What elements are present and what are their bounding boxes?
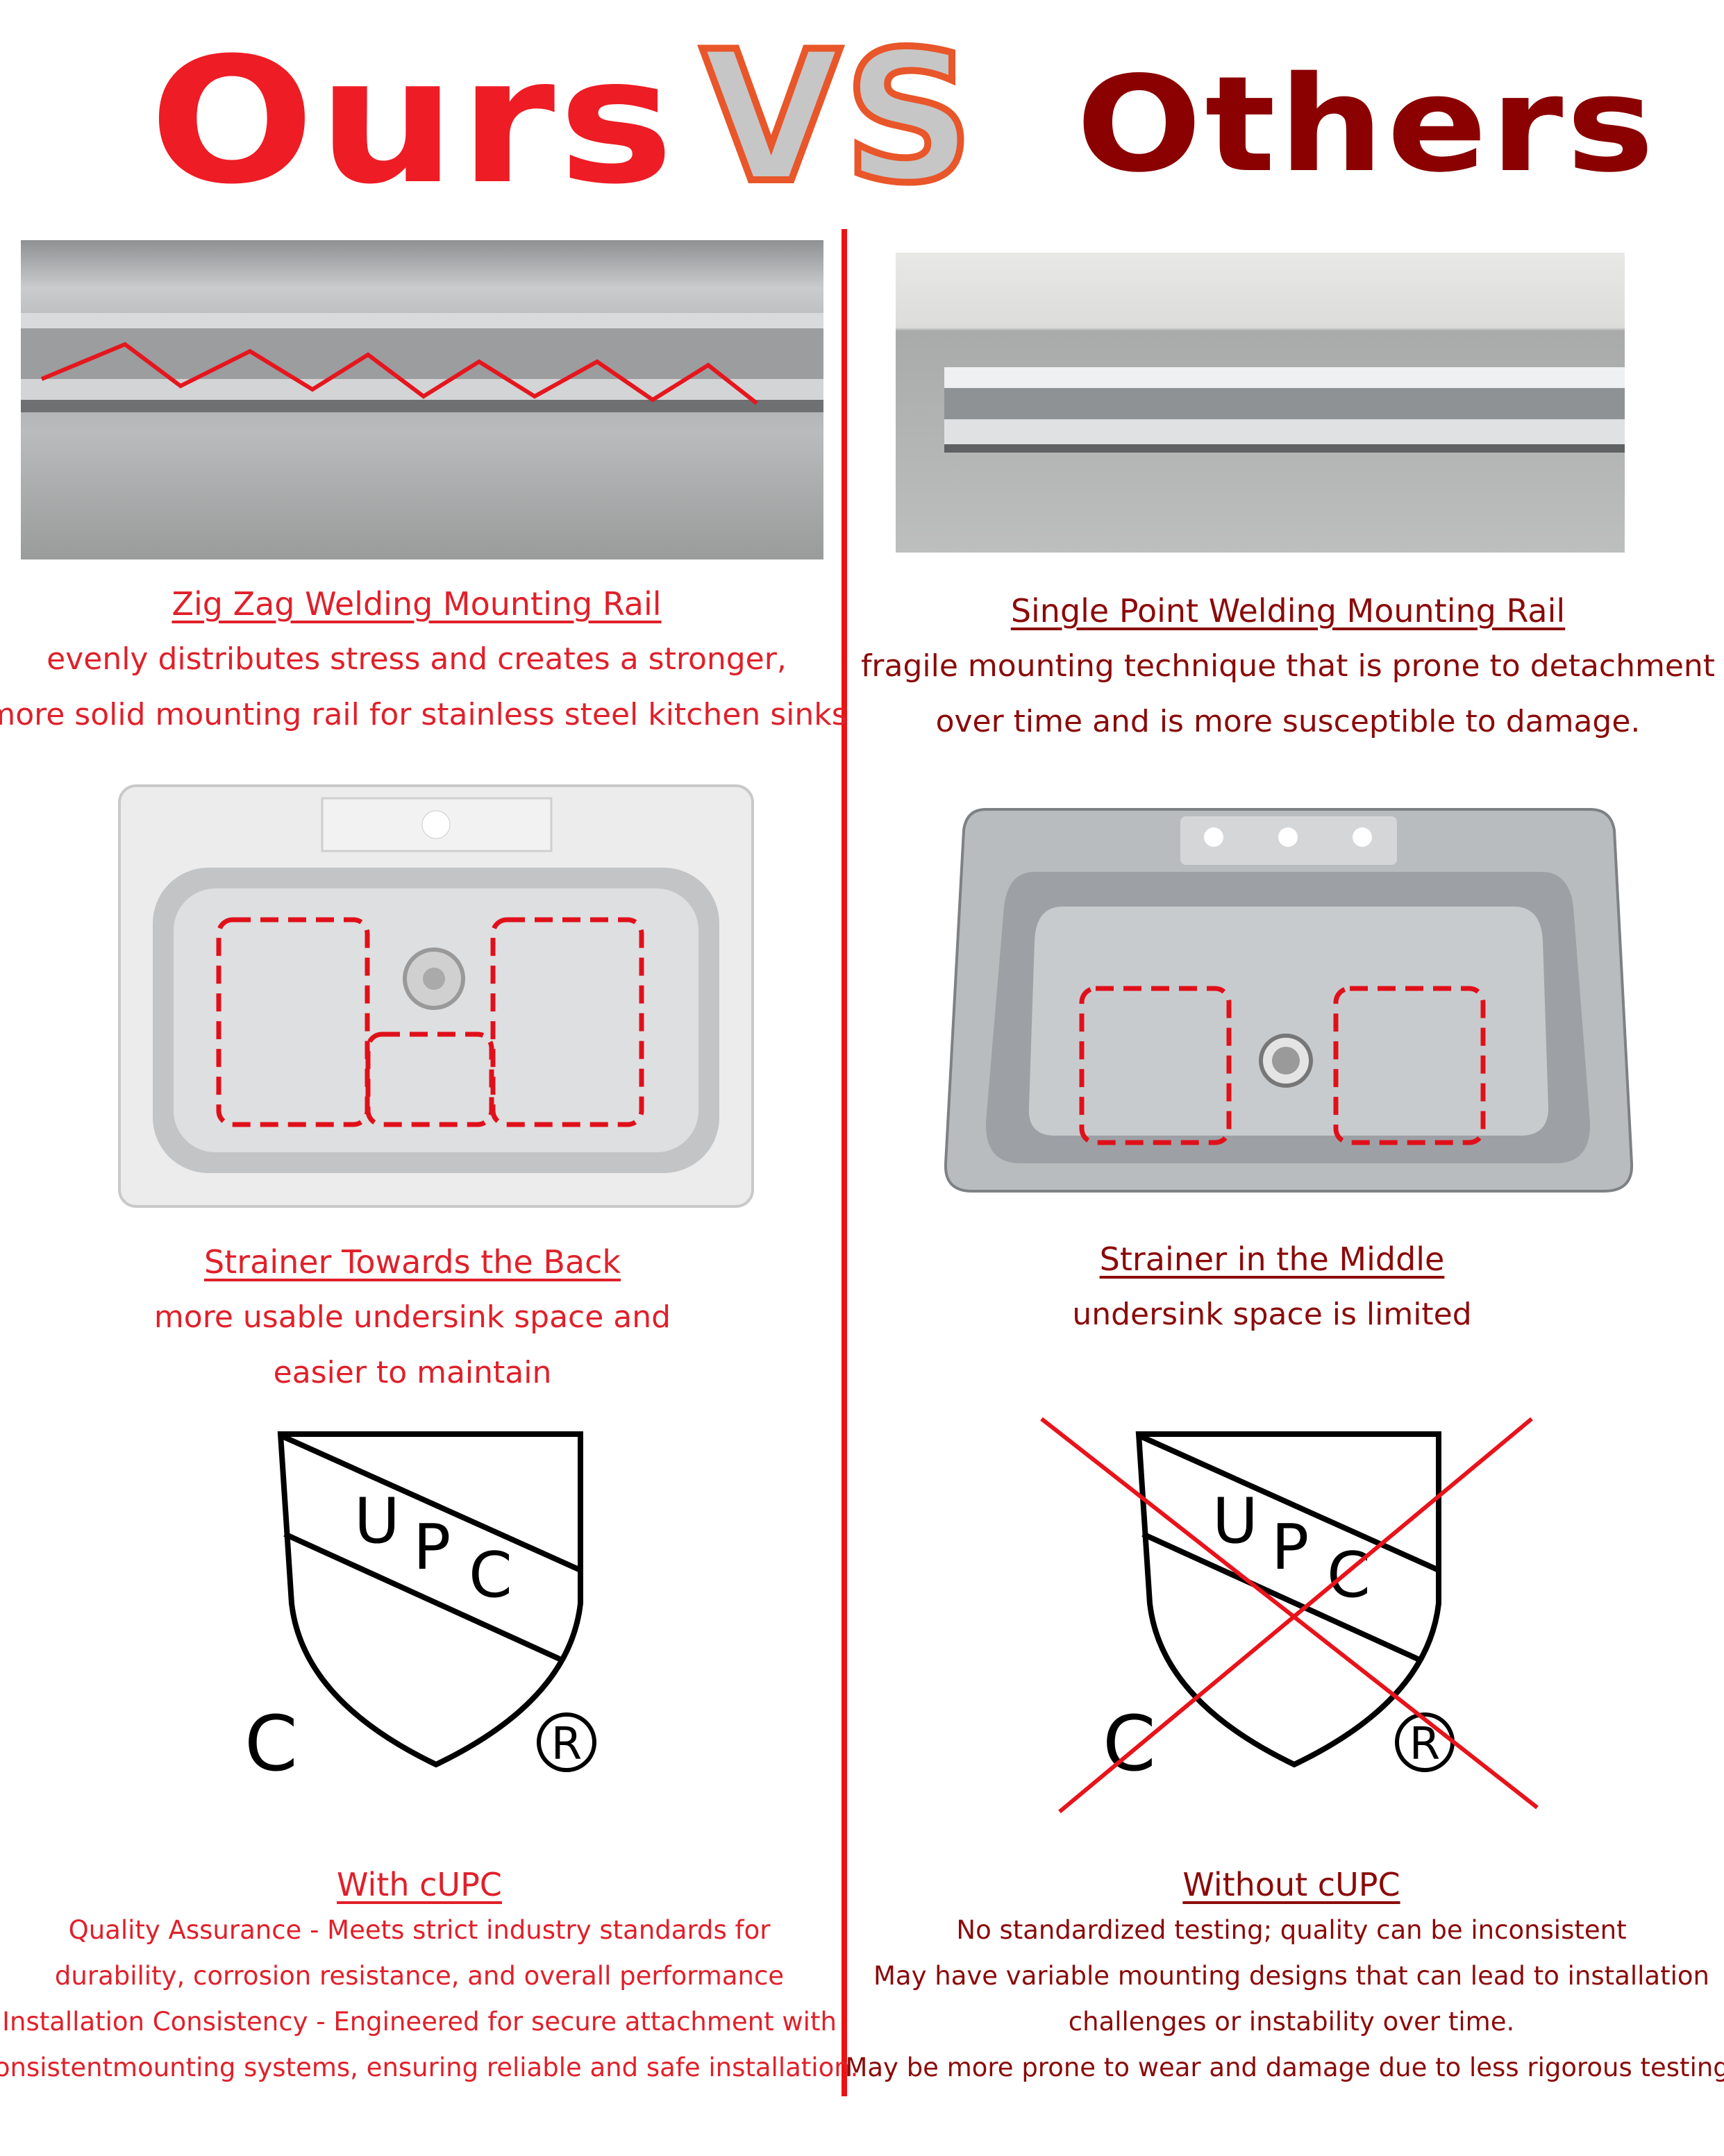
logo-letter-u: U bbox=[1212, 1485, 1258, 1558]
ours-heading: Ours bbox=[149, 20, 678, 222]
usable-zone-left bbox=[216, 917, 370, 1127]
cupc-logo-crossed: U P C C R bbox=[1040, 1417, 1539, 1814]
ours-cert-description: With cUPC Quality Assurance - Meets stri… bbox=[0, 1862, 858, 2091]
logo-letter-c: C bbox=[1327, 1539, 1371, 1612]
ours-strainer-description: Strainer Towards the Back more usable un… bbox=[154, 1234, 671, 1401]
others-cert-title: Without cUPC bbox=[1182, 1866, 1400, 1903]
cupc-logo: U P C C R bbox=[244, 1431, 596, 1788]
ours-cert-line: Installation Consistency - Engineered fo… bbox=[2, 2007, 837, 2037]
ours-strainer-line: more usable undersink space and bbox=[153, 1299, 671, 1335]
others-rail-line: fragile mounting technique that is prone… bbox=[860, 648, 1716, 684]
others-rail-description: Single Point Welding Mounting Rail fragi… bbox=[861, 583, 1715, 750]
usable-zone-middle bbox=[365, 1031, 494, 1127]
usable-zone-right bbox=[490, 917, 644, 1127]
logo-prefix-c: C bbox=[1103, 1699, 1156, 1788]
logo-letter-p: P bbox=[1271, 1511, 1309, 1584]
ours-rail-line: evenly distributes stress and creates a … bbox=[47, 641, 787, 677]
logo-letter-c: C bbox=[469, 1539, 512, 1612]
ours-cert-line: Quality Assurance - Meets strict industr… bbox=[68, 1915, 771, 1945]
center-divider bbox=[842, 229, 847, 2096]
vs-heading: VS bbox=[698, 13, 977, 223]
others-strainer-title: Strainer in the Middle bbox=[1099, 1240, 1445, 1278]
ours-rail-title: Zig Zag Welding Mounting Rail bbox=[171, 585, 662, 623]
others-strainer-line: undersink space is limited bbox=[1072, 1297, 1472, 1332]
others-rail-title: Single Point Welding Mounting Rail bbox=[1010, 592, 1566, 630]
logo-letter-u: U bbox=[354, 1485, 400, 1558]
others-cert-line: challenges or instability over time. bbox=[1068, 2007, 1515, 2037]
usable-zone-right bbox=[1333, 986, 1486, 1145]
others-strainer-description: Strainer in the Middle undersink space i… bbox=[1072, 1231, 1471, 1342]
ours-strainer-title: Strainer Towards the Back bbox=[203, 1243, 621, 1281]
zigzag-rail-photo bbox=[21, 240, 823, 559]
ours-strainer-line: easier to maintain bbox=[273, 1355, 552, 1390]
others-cert-line: No standardized testing; quality can be … bbox=[956, 1915, 1627, 1945]
others-cert-description: Without cUPC No standardized testing; qu… bbox=[845, 1862, 1724, 2091]
others-sink-image bbox=[944, 808, 1633, 1193]
registered-mark: R bbox=[551, 1719, 582, 1770]
single-point-rail-photo bbox=[896, 253, 1625, 553]
others-rail-line: over time and is more susceptible to dam… bbox=[935, 704, 1641, 739]
ours-cert-title: With cUPC bbox=[337, 1866, 502, 1903]
others-cert-line: May have variable mounting designs that … bbox=[873, 1961, 1709, 1991]
ours-cert-line: durability, corrosion resistance, and ov… bbox=[54, 1961, 785, 1991]
logo-prefix-c: C bbox=[244, 1699, 298, 1788]
ours-rail-description: Zig Zag Welding Mounting Rail evenly dis… bbox=[0, 576, 848, 743]
ours-cert-line: consistentmounting systems, ensuring rel… bbox=[0, 2053, 859, 2082]
others-heading: Others bbox=[1076, 48, 1657, 201]
others-cert-line: May be more prone to wear and damage due… bbox=[845, 2053, 1724, 2082]
usable-zone-left bbox=[1079, 986, 1232, 1145]
ours-rail-line: more solid mounting rail for stainless s… bbox=[0, 697, 848, 732]
ours-sink-image bbox=[118, 784, 754, 1208]
zigzag-weld-line bbox=[40, 342, 758, 405]
cross-out-icon bbox=[1040, 1417, 1539, 1814]
logo-letter-p: P bbox=[413, 1511, 451, 1584]
